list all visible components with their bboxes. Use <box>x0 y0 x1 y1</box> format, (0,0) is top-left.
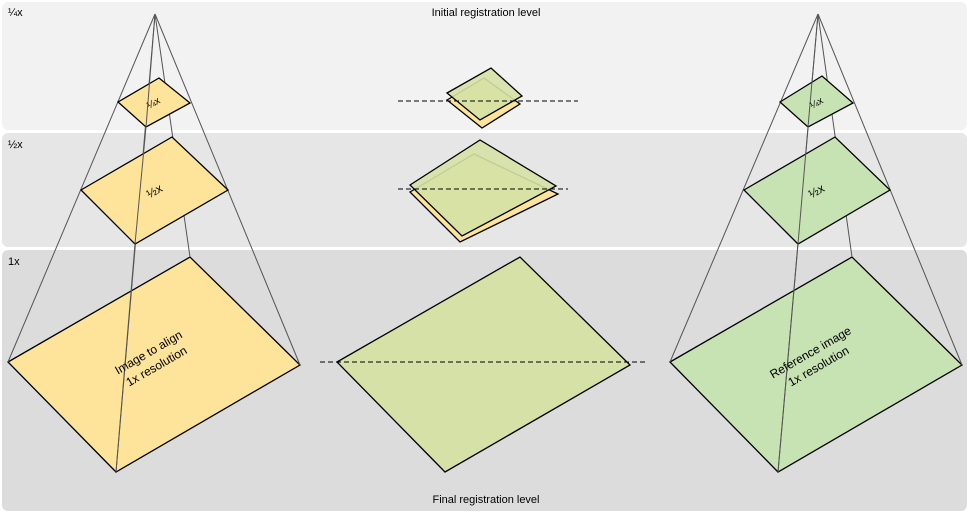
final-registration-label: Final registration level <box>433 494 540 506</box>
center-base-plane <box>335 256 632 473</box>
right-top-plane-label: ¼x <box>808 95 826 112</box>
left-top-plane-label: ¼x <box>145 95 163 112</box>
left-pyramid: ¼x ½x Image to align 1x resolution <box>6 13 302 473</box>
right-edge-overlay-a <box>807 13 819 128</box>
right-edge-overlay-b <box>797 126 809 245</box>
right-mid-plane <box>742 136 892 245</box>
right-edge-1 <box>669 13 819 363</box>
left-edge-4 <box>154 13 191 258</box>
right-mid-plane-label: ½x <box>806 181 827 201</box>
left-top-plane <box>116 77 192 128</box>
left-edge-overlay-c <box>115 243 136 473</box>
center-mid-green-plane <box>408 139 558 237</box>
right-pyramid: ¼x ½x Reference image 1x resolution <box>668 13 964 473</box>
level-label-quarter: ¼x <box>8 7 23 19</box>
left-edge-1 <box>7 13 156 363</box>
left-mid-plane-label: ½x <box>144 181 165 201</box>
left-mid-plane <box>79 136 230 245</box>
left-edge-overlay-b <box>134 126 147 245</box>
initial-registration-label: Initial registration level <box>432 7 541 19</box>
level-label-full: 1x <box>8 256 20 268</box>
left-edge-overlay-a <box>145 13 156 128</box>
level-label-half: ½x <box>8 139 23 151</box>
band-quarter-level <box>2 2 967 130</box>
center-top-green-plane <box>445 67 524 121</box>
right-edge-overlay-c <box>777 243 799 473</box>
right-edge-4 <box>817 13 853 258</box>
right-top-plane <box>778 75 855 128</box>
center-overlay <box>320 67 645 473</box>
